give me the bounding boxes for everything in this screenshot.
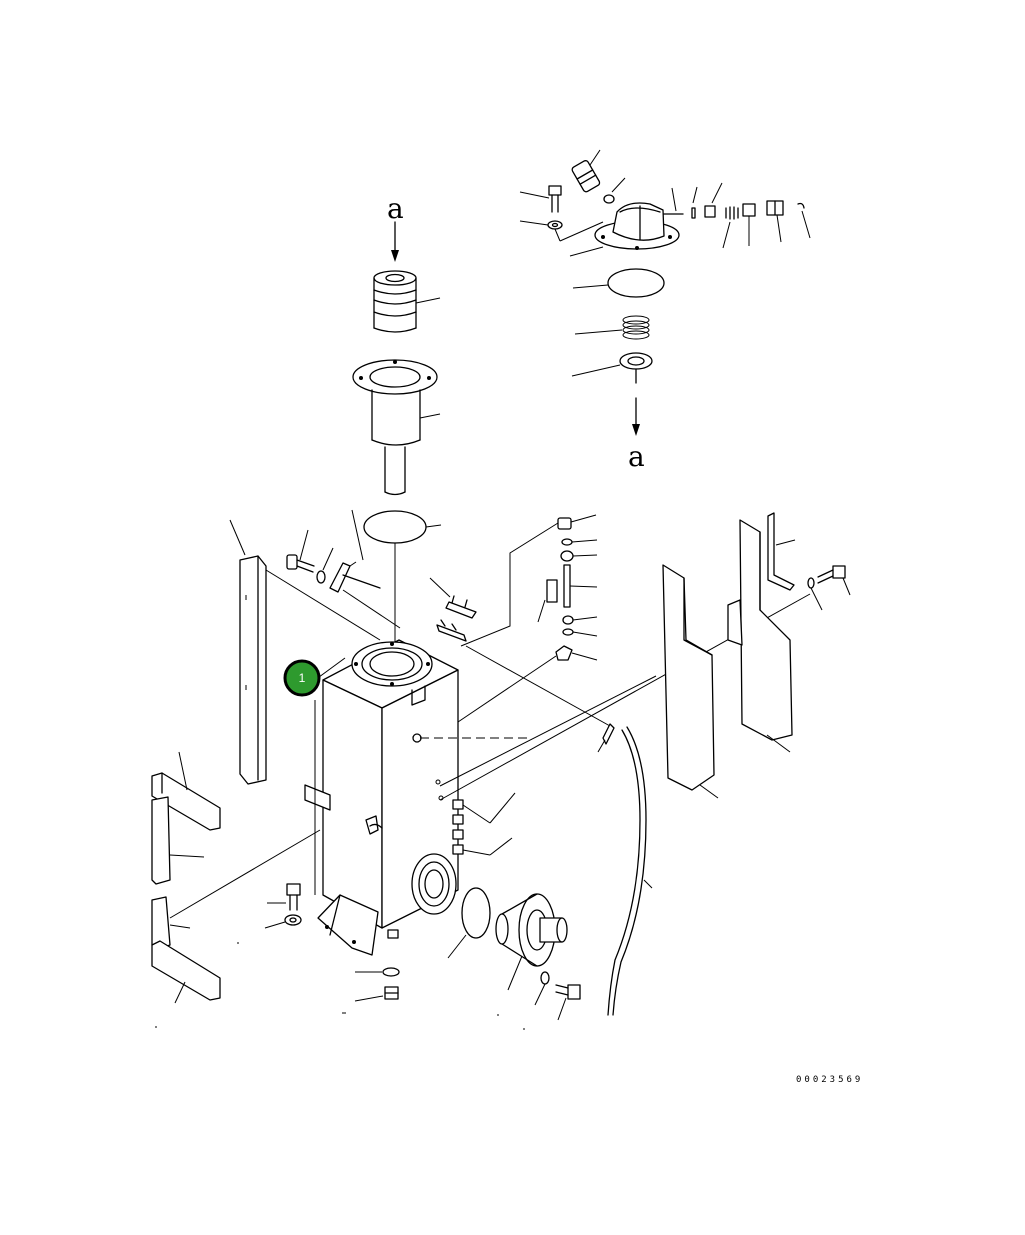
valve-disc xyxy=(571,352,653,384)
mounting-bolt-top xyxy=(286,509,401,629)
margin-marks xyxy=(155,942,525,1030)
drain-plug xyxy=(354,967,400,1002)
guard-plates xyxy=(662,512,851,799)
hydraulic-tank xyxy=(304,639,516,956)
view-arrow-a-top: a xyxy=(387,192,404,262)
o-ring-large xyxy=(572,268,665,298)
view-label-bottom: a xyxy=(628,440,645,473)
strainer-pipe xyxy=(352,359,441,496)
filter-element xyxy=(373,270,441,333)
callout-marker-1: 1 xyxy=(283,659,321,697)
drawing-number: 00023569 xyxy=(796,1075,864,1085)
bottom-bolt xyxy=(264,883,302,929)
spring xyxy=(574,315,650,340)
view-label-top: a xyxy=(387,192,404,225)
view-arrow-a-bottom: a xyxy=(628,397,645,473)
side-pads-small xyxy=(151,751,321,1004)
callout-number: 1 xyxy=(299,671,306,685)
side-pad-left xyxy=(229,519,381,785)
tank-top-brackets xyxy=(429,577,477,642)
flange-assembly xyxy=(447,887,581,1021)
pipe-fittings-column xyxy=(457,514,598,723)
gasket-top xyxy=(363,510,442,645)
breather-cap-assembly xyxy=(519,149,811,257)
level-hose xyxy=(597,723,653,1016)
